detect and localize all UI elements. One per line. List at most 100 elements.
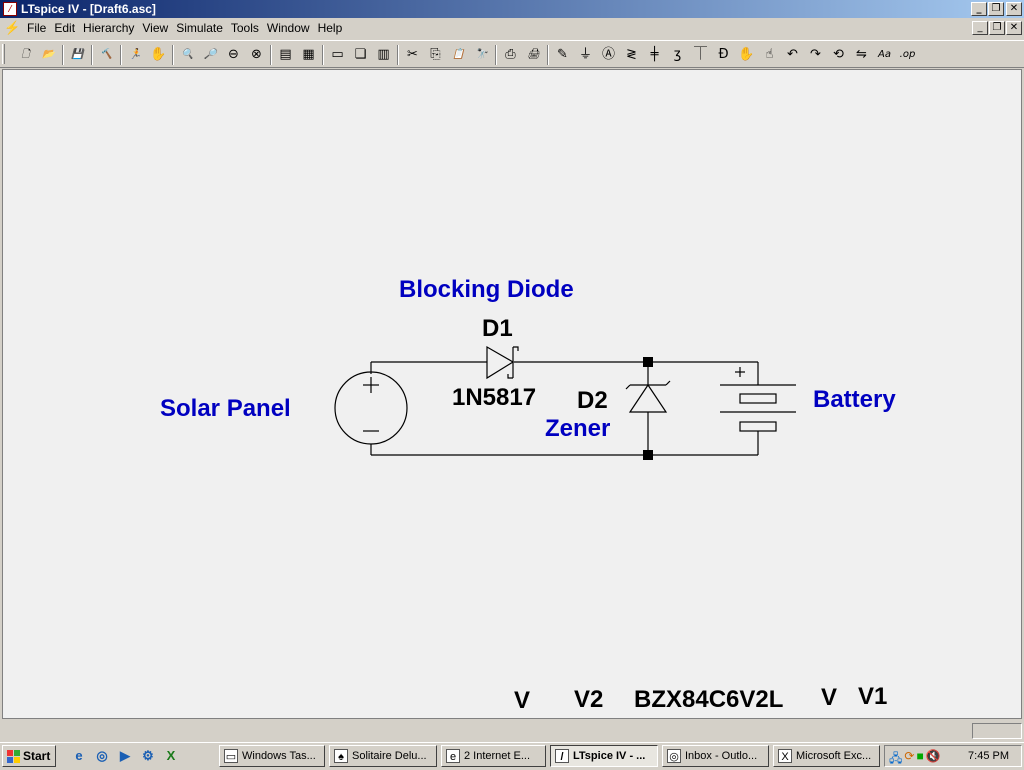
d2-value-label[interactable]: BZX84C6V2L [634, 686, 783, 713]
paste-icon[interactable]: 📋 [452, 49, 465, 60]
minimize-button[interactable]: _ [971, 2, 987, 16]
quicklaunch-network-icon[interactable]: ⚙ [142, 748, 154, 763]
redo-icon[interactable]: ↷ [810, 47, 821, 62]
taskbar-button-outlook[interactable]: ◎Inbox - Outlo... [662, 745, 769, 767]
control-panel-icon[interactable]: 🔨 [100, 49, 113, 60]
save-icon[interactable]: 💾 [71, 49, 84, 60]
ground-icon[interactable]: ⏚ [578, 47, 592, 62]
zoom-fit-icon[interactable]: ⊗ [251, 47, 262, 62]
status-pane [972, 723, 1022, 739]
toolbar-separator [172, 45, 174, 65]
start-button[interactable]: Start [2, 745, 56, 767]
taskbar-button-window[interactable]: ▭Windows Tas... [219, 745, 325, 767]
close-button[interactable]: ✕ [1006, 2, 1022, 16]
autorange-icon[interactable]: ▤ [279, 47, 292, 62]
v2-reference-label[interactable]: V2 [574, 686, 603, 713]
v2-type-label[interactable]: V [514, 687, 530, 714]
doc-minimize-button[interactable]: _ [972, 21, 988, 35]
resistor-icon[interactable]: ≷ [626, 47, 637, 62]
network-tray-icon[interactable]: 🖧 [889, 751, 903, 765]
pan-icon[interactable]: 🔎 [204, 49, 217, 60]
print-icon[interactable]: 🖨 [527, 49, 540, 60]
move-icon[interactable]: ✋ [738, 47, 755, 62]
window-controls: _ ❐ ✕ [970, 2, 1022, 16]
sync-tray-icon[interactable]: ⟳ [904, 749, 915, 763]
menu-simulate[interactable]: Simulate [176, 21, 223, 35]
mirror-icon[interactable]: ⇋ [856, 47, 867, 62]
toolbar-grip[interactable] [2, 44, 5, 64]
doc-close-button[interactable]: ✕ [1006, 21, 1022, 35]
outlook-icon: ◎ [667, 749, 681, 763]
volume-tray-icon[interactable]: 🔇 [925, 749, 941, 763]
drag-icon[interactable]: ☝ [765, 47, 774, 62]
zener-label[interactable]: Zener [545, 415, 610, 442]
menu-hierarchy[interactable]: Hierarchy [83, 21, 135, 35]
toolbar-separator [322, 45, 324, 65]
status-tray-icon[interactable]: ■ [916, 749, 924, 763]
schottky-diode-d1[interactable] [486, 345, 519, 380]
menu-window[interactable]: Window [266, 21, 310, 35]
d1-reference-label[interactable]: D1 [482, 315, 513, 342]
v1-type-label[interactable]: V [821, 684, 837, 711]
menu-help[interactable]: Help [317, 21, 343, 35]
new-schematic-icon[interactable]: 🗋 [21, 49, 30, 60]
print-preview-icon[interactable]: ⎙ [505, 47, 516, 62]
toolbar-separator [397, 45, 399, 65]
find-icon[interactable]: 🔭 [475, 49, 488, 60]
v1-reference-label[interactable]: V1 [858, 683, 887, 710]
d1-value-label[interactable]: 1N5817 [452, 384, 536, 411]
text-icon[interactable]: Aa [878, 49, 891, 60]
battery-label[interactable]: Battery [813, 386, 896, 413]
quicklaunch-excel-icon[interactable]: X [166, 748, 176, 763]
taskbar-button-solitaire[interactable]: ♠Solitaire Delu... [329, 745, 437, 767]
voltage-source-v2[interactable] [334, 371, 408, 445]
spice-directive-icon[interactable]: .op [899, 49, 916, 60]
run-icon[interactable]: 🏃 [129, 49, 142, 60]
restore-button[interactable]: ❐ [988, 2, 1004, 16]
label-net-icon[interactable]: Ⓐ [601, 47, 615, 62]
copy-icon[interactable]: ⎘ [430, 47, 441, 62]
quicklaunch-media-player-icon[interactable]: ▶ [120, 748, 130, 763]
toolbar-separator [270, 45, 272, 65]
halt-icon[interactable]: ✋ [150, 47, 167, 62]
quicklaunch-ie-icon[interactable]: e [75, 748, 83, 763]
clock[interactable]: 7:45 PM [968, 750, 1009, 762]
capacitor-icon[interactable]: ╪ [650, 47, 659, 62]
cascade-icon[interactable]: ❏ [354, 47, 367, 62]
menu-bar: ⚡ File Edit Hierarchy View Simulate Tools Wind… [0, 18, 1024, 38]
grid-icon[interactable]: ▦ [302, 47, 315, 62]
solitaire-icon: ♠ [334, 749, 348, 763]
inductor-icon[interactable]: ʒ [673, 47, 682, 62]
quicklaunch-outlook-icon[interactable]: ◎ [96, 748, 108, 763]
zoom-area-icon[interactable]: 🔍 [181, 49, 194, 60]
schematic-canvas[interactable]: Blocking Diode D1 1N5817 Solar Panel D2 … [2, 69, 1022, 719]
open-icon[interactable]: 📂 [42, 49, 55, 60]
ltspice-logo-icon[interactable]: / [3, 2, 17, 16]
undo-icon[interactable]: ↶ [787, 47, 798, 62]
solar-panel-label[interactable]: Solar Panel [160, 395, 291, 422]
tile-horizontal-icon[interactable]: ▭ [331, 47, 344, 62]
menu-edit[interactable]: Edit [54, 21, 76, 35]
menu-file[interactable]: File [27, 21, 47, 35]
doc-restore-button[interactable]: ❐ [989, 21, 1005, 35]
battery-v1[interactable] [720, 367, 796, 432]
d2-reference-label[interactable]: D2 [577, 387, 608, 414]
menu-view[interactable]: View [142, 21, 169, 35]
diode-icon[interactable]: ⏉ [693, 47, 707, 62]
menu-tools[interactable]: Tools [230, 21, 259, 35]
zoom-out-icon[interactable]: ⊖ [228, 47, 239, 62]
system-tray: 🖧 ⟳ ■ 🔇 7:45 PM [884, 745, 1022, 767]
junction-bottom [643, 450, 653, 460]
blocking-diode-label[interactable]: Blocking Diode [399, 276, 574, 303]
wire-icon[interactable]: ✎ [557, 47, 568, 62]
component-icon[interactable]: Ð [718, 47, 729, 62]
taskbar-button-ltspice[interactable]: /LTspice IV - ... [550, 745, 658, 767]
windows-logo-icon [7, 749, 20, 763]
schematic-doc-icon[interactable]: ⚡ [4, 20, 21, 35]
tile-vertical-icon[interactable]: ▥ [377, 47, 390, 62]
cut-icon[interactable]: ✂ [407, 47, 418, 62]
rotate-icon[interactable]: ⟲ [833, 47, 844, 62]
zener-diode-d2[interactable] [625, 380, 671, 413]
